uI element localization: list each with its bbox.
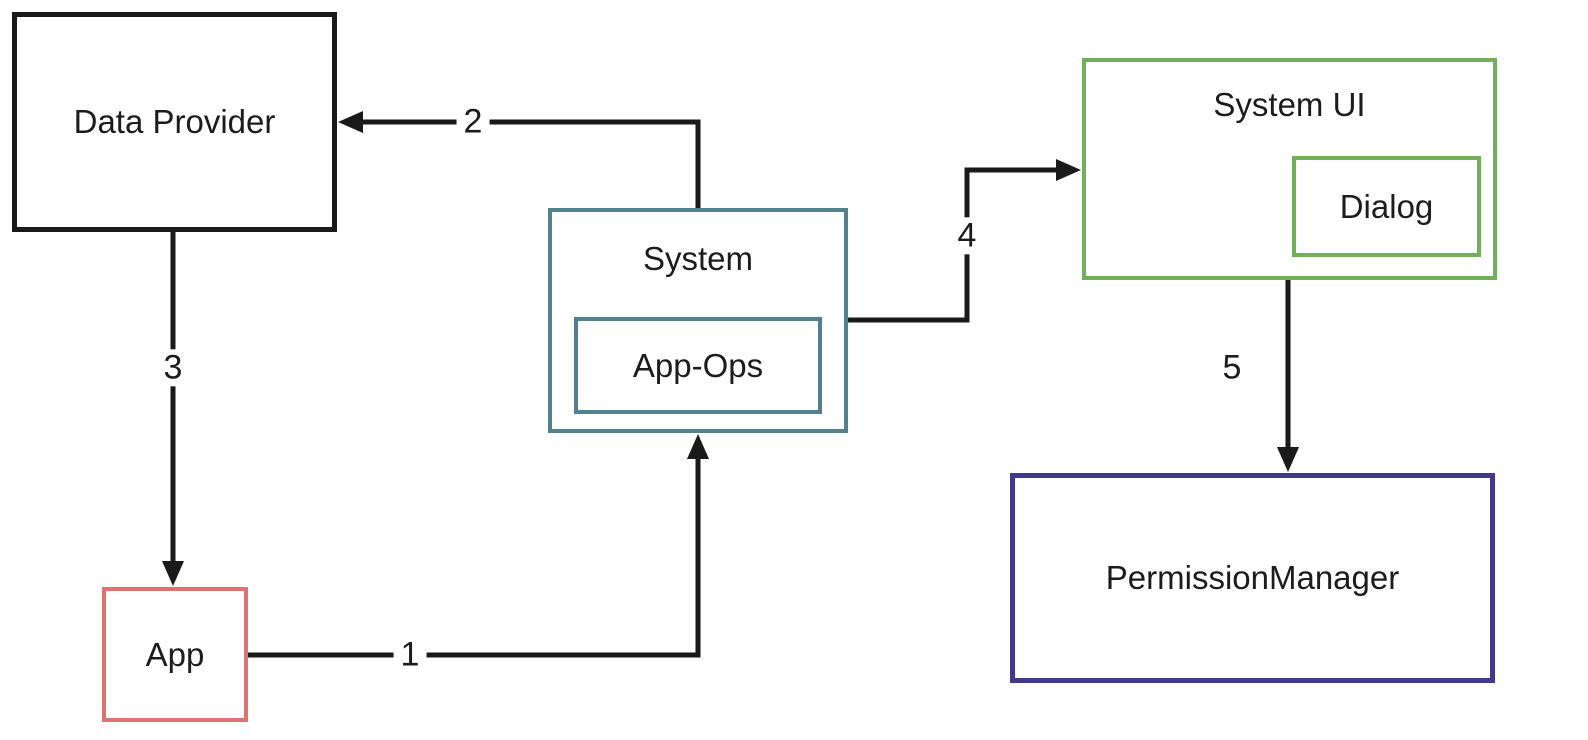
system-ui-box: System UI Dialog bbox=[1082, 58, 1497, 280]
dialog-box: Dialog bbox=[1292, 156, 1481, 257]
system-ui-label: System UI bbox=[1213, 86, 1366, 123]
app-ops-box: App-Ops bbox=[574, 317, 822, 414]
permission-manager-box: PermissionManager bbox=[1010, 473, 1495, 683]
arrow-1-label: 1 bbox=[393, 635, 427, 674]
arrow-4-label: 4 bbox=[950, 216, 984, 255]
permission-manager-label: PermissionManager bbox=[1105, 559, 1400, 596]
system-label: System bbox=[642, 240, 754, 277]
app-ops-label: App-Ops bbox=[632, 346, 764, 384]
app-label: App bbox=[145, 635, 205, 673]
arrow-1-line bbox=[248, 434, 709, 658]
system-box: System App-Ops bbox=[548, 208, 848, 433]
app-box: App bbox=[102, 587, 248, 722]
data-provider-box: Data Provider bbox=[12, 12, 337, 232]
arrow-5-label: 5 bbox=[1215, 348, 1249, 387]
data-provider-label: Data Provider bbox=[73, 103, 276, 140]
dialog-label: Dialog bbox=[1339, 187, 1434, 225]
arrow-2-label: 2 bbox=[456, 102, 490, 141]
arrow-3-label: 3 bbox=[156, 348, 190, 387]
arrow-2-line bbox=[338, 111, 701, 208]
